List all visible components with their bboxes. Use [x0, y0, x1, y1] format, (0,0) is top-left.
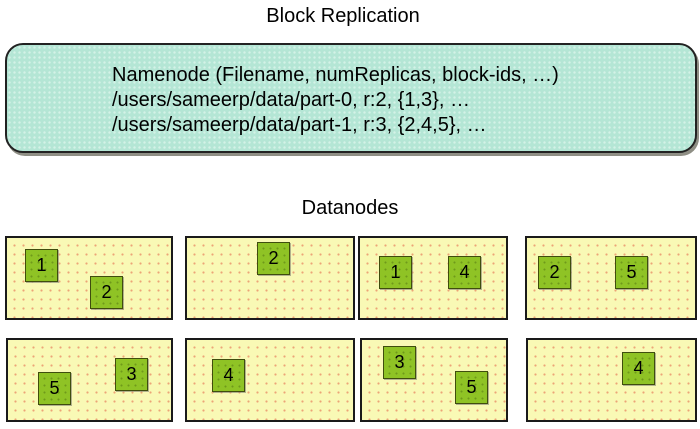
page-title: Block Replication	[266, 5, 420, 27]
namenode-heading-line: Namenode (Filename, numReplicas, block-i…	[112, 64, 559, 86]
datanode-6-block-4: 4	[212, 359, 245, 392]
datanode-1-block-2: 2	[90, 276, 123, 309]
datanode-4-block-2: 2	[538, 256, 571, 289]
datanode-8-block-4: 4	[622, 352, 655, 385]
datanode-7-block-3: 3	[383, 346, 416, 379]
datanode-3-block-1: 1	[379, 256, 412, 289]
datanode-1-block-1: 1	[25, 249, 58, 282]
namenode-text: Namenode (Filename, numReplicas, block-i…	[7, 45, 695, 138]
datanode-5-block-5: 5	[38, 372, 71, 405]
datanode-3-block-4: 4	[448, 256, 481, 289]
namenode-box: Namenode (Filename, numReplicas, block-i…	[5, 43, 697, 153]
datanode-box-2: 2	[185, 236, 355, 320]
datanode-5-block-3: 3	[115, 358, 148, 391]
namenode-file-entry-1: /users/sameerp/data/part-0, r:2, {1,3}, …	[112, 89, 470, 111]
datanode-4-block-5: 5	[615, 256, 648, 289]
datanode-7-block-5: 5	[455, 371, 488, 404]
datanodes-label: Datanodes	[301, 197, 399, 219]
namenode-file-entry-2: /users/sameerp/data/part-1, r:3, {2,4,5}…	[112, 114, 487, 136]
datanode-2-block-2: 2	[257, 242, 290, 275]
datanode-box-8: 4	[526, 338, 697, 422]
datanode-box-6: 4	[185, 338, 355, 422]
